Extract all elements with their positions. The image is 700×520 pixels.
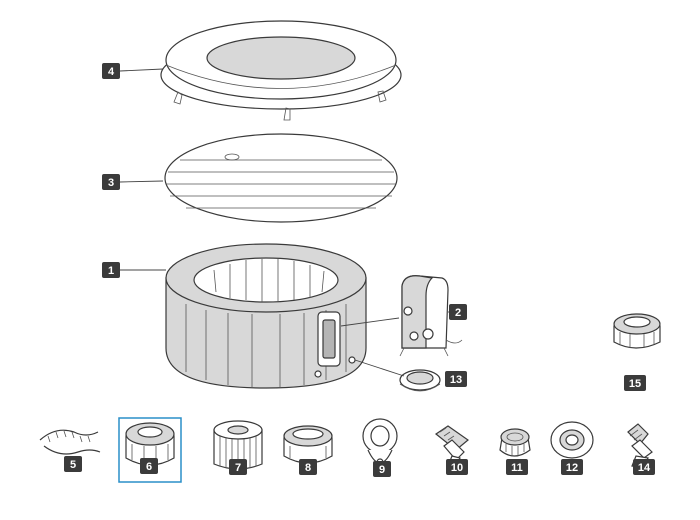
selected-part-highlight: [118, 417, 182, 483]
part-13-connector[interactable]: [399, 369, 441, 392]
part-12-seal-ring[interactable]: [550, 421, 594, 459]
label-15[interactable]: 15: [624, 375, 646, 391]
label-13[interactable]: 13: [445, 371, 467, 387]
leader-13a: [354, 359, 405, 377]
lid-buckle: [173, 90, 387, 121]
part-6-filter-cap[interactable]: [125, 422, 175, 466]
label-4[interactable]: 4: [102, 63, 120, 79]
label-9[interactable]: 9: [373, 461, 391, 477]
label-2-text: 2: [455, 307, 461, 319]
label-10-text: 10: [451, 462, 463, 474]
label-4-text: 4: [108, 66, 115, 78]
label-3[interactable]: 3: [102, 174, 120, 190]
label-7-text: 7: [235, 462, 241, 474]
label-13-text: 13: [450, 374, 462, 386]
part-8-strainer-housing[interactable]: [283, 425, 333, 464]
part-1-spa-tub[interactable]: [165, 243, 367, 389]
leader-2a: [340, 317, 400, 327]
label-3-text: 3: [108, 177, 114, 189]
label-14-text: 14: [638, 462, 651, 474]
label-2[interactable]: 2: [449, 304, 467, 320]
part-11-bubble-nozzle[interactable]: [499, 428, 531, 457]
label-11-text: 11: [511, 462, 523, 474]
label-1-text: 1: [108, 265, 114, 277]
label-5-text: 5: [70, 459, 76, 471]
label-8-text: 8: [305, 462, 311, 474]
label-11[interactable]: 11: [506, 459, 528, 475]
label-6[interactable]: 6: [140, 458, 158, 474]
label-8[interactable]: 8: [299, 459, 317, 475]
label-5[interactable]: 5: [64, 456, 82, 472]
label-15-text: 15: [629, 378, 641, 390]
label-6-text: 6: [146, 461, 152, 473]
tub-drain-valve-icon: [314, 370, 322, 378]
part-15-valve-cap[interactable]: [613, 313, 661, 349]
part-4-inflatable-lid[interactable]: [160, 20, 402, 121]
part-5-hose[interactable]: [39, 429, 101, 455]
cover-valve-icon: [224, 153, 240, 161]
label-10[interactable]: 10: [446, 459, 468, 475]
part-7-filter-cartridge[interactable]: [213, 420, 263, 470]
leader-4: [119, 68, 164, 72]
leader-3: [119, 180, 164, 183]
label-14[interactable]: 14: [633, 459, 655, 475]
part-3-cover[interactable]: [164, 133, 398, 223]
label-12[interactable]: 12: [561, 459, 583, 475]
label-7[interactable]: 7: [229, 459, 247, 475]
label-1[interactable]: 1: [102, 262, 120, 278]
part-2-pump-unit[interactable]: [399, 275, 463, 357]
label-9-text: 9: [379, 464, 385, 476]
label-12-text: 12: [566, 462, 578, 474]
part-9-locking-ring[interactable]: [362, 418, 398, 466]
